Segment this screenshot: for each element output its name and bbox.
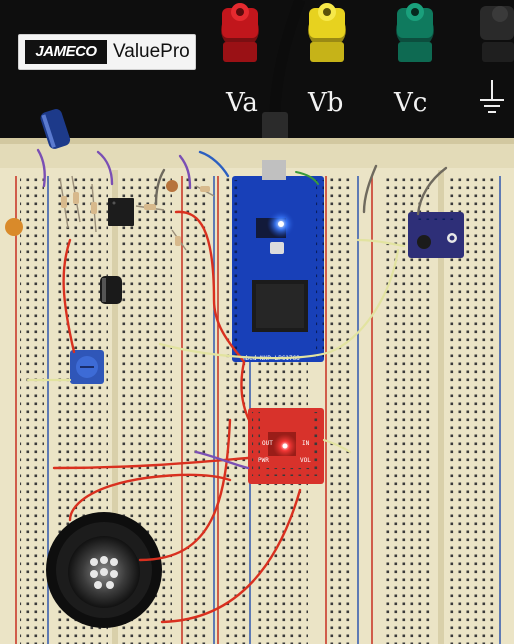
ceramic-capacitor-top [166,180,178,192]
electrolytic-capacitor-mid [100,276,122,304]
usb-cable [269,0,306,119]
mini-usb-socket [262,160,286,180]
post-label-vb: Vb [308,88,344,118]
wires-red [52,210,302,624]
reset-button-icon [270,242,284,254]
power-rail-mid-right [330,176,354,644]
ground-symbol-icon [480,80,504,113]
electrolytic-capacitor-top [40,109,71,149]
power-rail-mid-left [186,176,210,644]
binding-post-va[interactable] [221,3,259,62]
binding-post-vb[interactable] [308,3,346,62]
power-rail-left [20,176,44,644]
wires-green [295,171,319,185]
post-label-va: Va [226,88,258,118]
jameco-logo: JAMECO ValuePro [18,34,196,70]
binding-post-ground[interactable] [480,6,514,62]
amp-out-label: OUT [262,440,273,447]
potentiometer[interactable] [70,350,104,384]
wires-gray [154,164,448,216]
post-label-vc: Vc [394,88,428,118]
logo-product: ValuePro [113,41,190,62]
amp-vol-label: VOL [300,457,311,464]
audio-amp-board [248,408,324,484]
mbed-lpc1768-board [232,160,324,362]
ceramic-capacitor-left [5,218,23,236]
wires-yellow [26,238,406,454]
amp-pwr-label: PWR [258,457,269,464]
wires-blue [198,150,230,178]
speaker [46,512,162,628]
wires-purple [36,148,250,470]
logo-brand: JAMECO [25,40,107,64]
op-amp-chip [108,198,134,226]
sensor-breakout [408,212,464,258]
binding-post-vc[interactable] [396,3,434,62]
amp-in-label: IN [302,440,310,447]
resistor-bodies [61,186,210,246]
